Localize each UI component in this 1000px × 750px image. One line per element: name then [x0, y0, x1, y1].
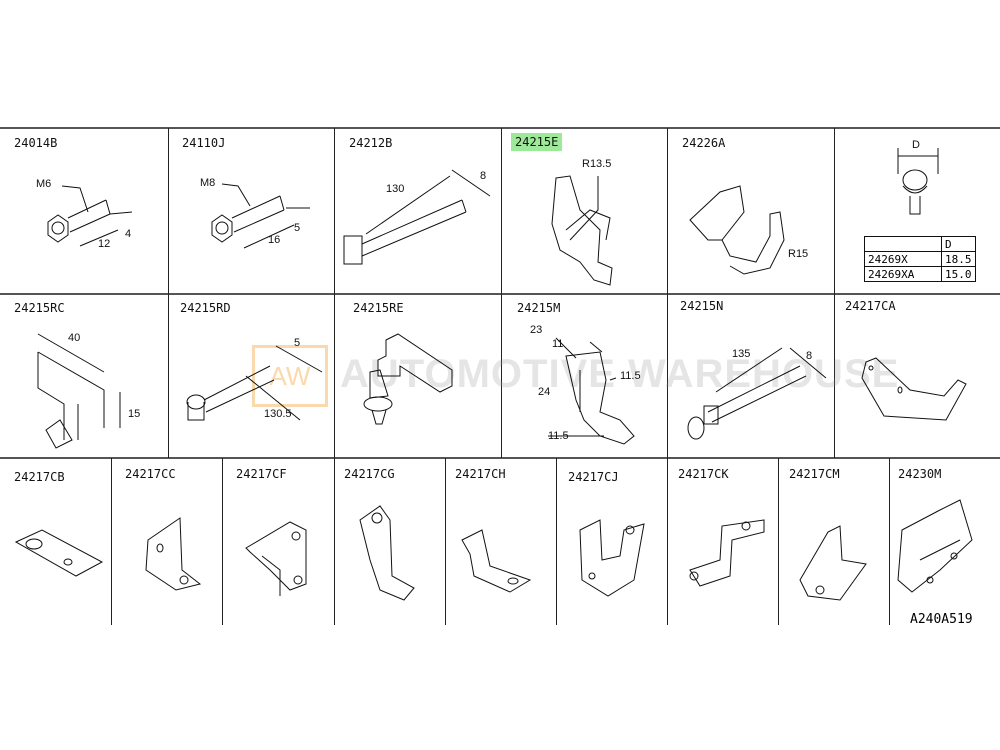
part-label-highlighted[interactable]: 24215E [511, 133, 563, 151]
part-label[interactable]: 24215M [517, 301, 561, 315]
dim-label: 8 [806, 350, 813, 362]
cable-tie-drawing [343, 169, 491, 265]
part-label[interactable]: 24212B [349, 136, 393, 150]
dim-label: 8 [480, 170, 487, 182]
clip-24215E-drawing [551, 175, 613, 286]
diagram-reference: A240A519 [910, 612, 973, 627]
bolt-m8-drawing [211, 183, 310, 249]
grid-line [168, 128, 169, 458]
dim-label: 5 [294, 337, 301, 349]
part-label[interactable]: 24215RC [14, 301, 65, 315]
part-label[interactable]: 24217CH [455, 467, 506, 481]
dim-label: 11 [552, 338, 564, 350]
grid-line [0, 127, 1000, 129]
watermark-logo: AW [252, 345, 328, 407]
dim-label: 12 [98, 238, 111, 250]
grid-line [667, 458, 668, 625]
clip-24215M-drawing [548, 337, 635, 445]
grid-line [501, 128, 502, 458]
dim-label: 40 [68, 332, 81, 344]
grid-line [222, 458, 223, 625]
dim-label: 24 [538, 386, 551, 398]
part-label[interactable]: 24226A [682, 136, 726, 150]
dim-label: R13.5 [582, 158, 612, 170]
table-cell: 24269X [864, 251, 942, 267]
table-cell: 15.0 [941, 266, 976, 282]
push-rivet-drawing [897, 148, 939, 215]
dim-label: 5 [294, 222, 301, 234]
dim-label: R15 [788, 248, 809, 260]
dim-label: M6 [36, 178, 52, 190]
part-label[interactable]: 24215RE [353, 301, 404, 315]
dim-label: 11.5 [620, 370, 641, 382]
bolt-m6-drawing [47, 185, 133, 247]
grid-line [834, 128, 835, 458]
part-label[interactable]: 24217CM [789, 467, 840, 481]
part-label[interactable]: 24014B [14, 136, 58, 150]
grid-line [445, 458, 446, 625]
dim-label: 11.5 [548, 430, 569, 442]
grid-line [667, 128, 668, 458]
dim-label: M8 [200, 177, 216, 189]
bracket-24217CA-drawing [861, 357, 967, 421]
watermark-text: AUTOMOTIVE WAREHOUSE [340, 352, 900, 396]
table-header [864, 236, 942, 252]
part-label[interactable]: 24217CF [236, 467, 287, 481]
part-label[interactable]: 24217CC [125, 467, 176, 481]
grid-line [111, 458, 112, 625]
part-label[interactable]: 24217CA [845, 299, 896, 313]
table-cell: 18.5 [941, 251, 976, 267]
clip-24215RE-drawing [363, 333, 453, 425]
cable-tie-N-drawing [687, 347, 827, 440]
clip-24215RC-drawing [37, 333, 121, 449]
part-label[interactable]: 24215RD [180, 301, 231, 315]
part-label[interactable]: 24217CJ [568, 470, 619, 484]
grid-line [334, 458, 335, 625]
dim-label: 15 [128, 408, 141, 420]
clip-24226A-drawing [689, 185, 785, 275]
grid-line [0, 457, 1000, 459]
part-label[interactable]: 24230M [898, 467, 942, 481]
dim-label: D [912, 139, 920, 151]
part-label[interactable]: 24110J [182, 136, 226, 150]
part-label[interactable]: 24217CB [14, 470, 65, 484]
dim-label: 4 [125, 228, 132, 240]
part-label[interactable]: 24215N [680, 299, 724, 313]
grid-line [0, 293, 1000, 295]
table-cell: 24269XA [864, 266, 942, 282]
dim-label: 130 [386, 183, 405, 195]
part-label[interactable]: 24217CG [344, 467, 395, 481]
table-header: D [941, 236, 976, 252]
cable-tie-RD-drawing [186, 345, 323, 421]
dim-label: 135 [732, 348, 751, 360]
grid-line [778, 458, 779, 625]
grid-line [889, 458, 890, 625]
dim-label: 16 [268, 234, 281, 246]
bracket-row3-drawings [14, 499, 973, 601]
grid-line [556, 458, 557, 625]
dim-label: 130.5 [264, 408, 292, 420]
dim-label: 23 [530, 324, 543, 336]
part-label[interactable]: 24217CK [678, 467, 729, 481]
grid-line [334, 128, 335, 458]
